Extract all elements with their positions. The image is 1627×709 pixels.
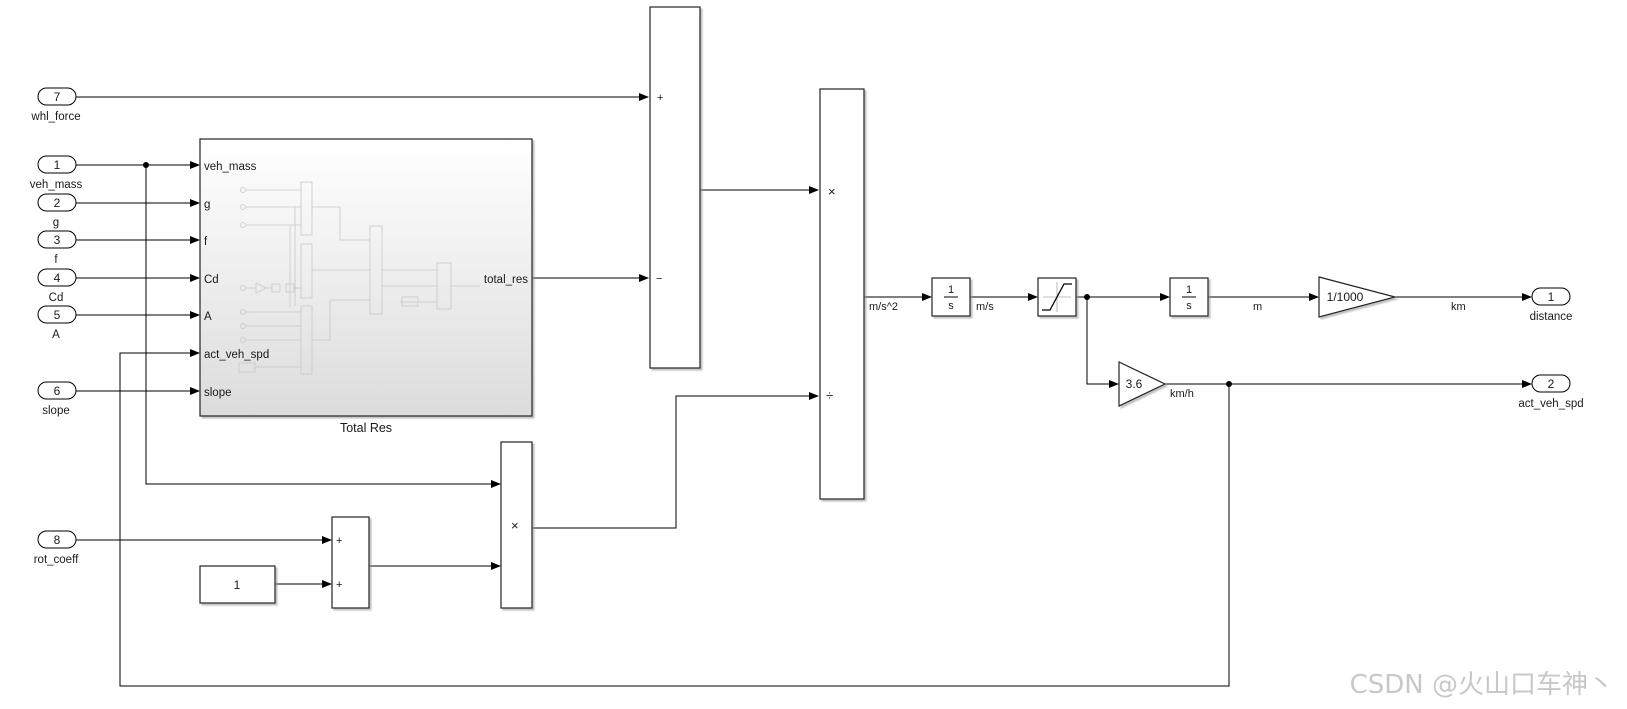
subsystem-name: Total Res bbox=[340, 421, 392, 435]
integrator-numerator: 1 bbox=[948, 284, 954, 296]
junction-dot bbox=[1084, 294, 1090, 300]
gain-value: 1/1000 bbox=[1327, 290, 1364, 304]
subsystem-preview bbox=[238, 181, 480, 375]
integrator-denominator: s bbox=[948, 300, 954, 312]
inport-number: 5 bbox=[54, 308, 61, 322]
inport-slope[interactable]: 6 slope bbox=[37, 381, 77, 417]
outport-label: act_veh_spd bbox=[1518, 398, 1583, 410]
wire-sat-branch[interactable] bbox=[1086, 297, 1119, 388]
inport-number: 3 bbox=[54, 233, 61, 247]
inport-label: A bbox=[52, 329, 60, 341]
signal-lines bbox=[76, 93, 1532, 687]
gain-kmh-block[interactable]: 3.6 bbox=[1118, 361, 1167, 407]
sum-net-force-block[interactable]: + − bbox=[649, 6, 701, 369]
watermark: CSDN @火山口车神丶 bbox=[1350, 670, 1614, 700]
divide-block[interactable]: × ÷ bbox=[819, 88, 865, 500]
constant-value: 1 bbox=[234, 578, 241, 592]
sum-plus-sign: + bbox=[336, 535, 342, 547]
inport-number: 2 bbox=[54, 196, 61, 210]
junction-dot bbox=[1226, 381, 1232, 387]
inport-a[interactable]: 5 A bbox=[37, 305, 77, 341]
inport-g[interactable]: 2 g bbox=[37, 193, 77, 229]
subsystem-total-res[interactable]: veh_mass g f Cd A act_veh_spd slope tota… bbox=[199, 138, 533, 435]
gain-value: 3.6 bbox=[1126, 377, 1143, 391]
outport-act-veh-spd[interactable]: 2 act_veh_spd bbox=[1518, 374, 1584, 410]
inport-f[interactable]: 3 f bbox=[37, 230, 77, 266]
subsystem-port-label: act_veh_spd bbox=[204, 349, 269, 361]
wire-act-veh-spd-feedback[interactable] bbox=[119, 349, 1230, 687]
sum-rot-coeff-block[interactable]: + + bbox=[331, 516, 370, 609]
multiply-sign: × bbox=[828, 184, 836, 199]
inport-rot-coeff[interactable]: 8 rot_coeff bbox=[34, 530, 79, 566]
subsystem-port-label: f bbox=[204, 236, 208, 248]
inport-cd[interactable]: 4 Cd bbox=[37, 268, 77, 304]
inport-label: whl_force bbox=[30, 111, 80, 123]
constant-one-block[interactable]: 1 bbox=[199, 565, 276, 604]
multiply-sign: × bbox=[511, 518, 519, 533]
subsystem-port-label: slope bbox=[204, 387, 232, 399]
inport-number: 1 bbox=[54, 158, 61, 172]
product-equiv-mass-block[interactable]: × bbox=[500, 441, 533, 609]
outport-number: 1 bbox=[1548, 290, 1555, 304]
signal-label-dist: m bbox=[1253, 301, 1262, 313]
subsystem-port-label: veh_mass bbox=[204, 161, 257, 173]
integrator-numerator: 1 bbox=[1186, 284, 1192, 296]
sum-minus-sign: − bbox=[656, 273, 662, 285]
outport-distance[interactable]: 1 distance bbox=[1530, 287, 1573, 323]
inport-label: g bbox=[53, 217, 59, 229]
signal-label-accel: m/s^2 bbox=[869, 301, 898, 313]
subsystem-output-label: total_res bbox=[484, 274, 528, 286]
inport-label: slope bbox=[42, 405, 70, 417]
wire-veh-mass-branch[interactable] bbox=[145, 165, 501, 488]
inport-number: 4 bbox=[54, 271, 61, 285]
inport-veh-mass[interactable]: 1 veh_mass bbox=[30, 155, 83, 191]
inport-label: Cd bbox=[49, 292, 64, 304]
sum-plus-sign: + bbox=[657, 92, 663, 104]
subsystem-port-label: Cd bbox=[204, 274, 219, 286]
inport-label: rot_coeff bbox=[34, 554, 79, 566]
inport-number: 8 bbox=[54, 533, 61, 547]
integrator-denominator: s bbox=[1186, 300, 1192, 312]
wire-equiv-mass[interactable] bbox=[532, 392, 819, 529]
inport-number: 6 bbox=[54, 384, 61, 398]
inport-label: f bbox=[54, 254, 58, 266]
inport-number: 7 bbox=[54, 90, 61, 104]
outport-number: 2 bbox=[1548, 377, 1555, 391]
outport-label: distance bbox=[1530, 311, 1573, 323]
integrator-speed-block[interactable]: 1 s bbox=[931, 277, 971, 317]
signal-label-speed: m/s bbox=[976, 301, 994, 313]
junction-dot bbox=[143, 162, 149, 168]
signal-label-kmh: km/h bbox=[1170, 388, 1194, 400]
inport-label: veh_mass bbox=[30, 179, 83, 191]
sum-plus-sign: + bbox=[336, 579, 342, 591]
saturation-curve bbox=[1042, 283, 1072, 311]
subsystem-port-label: g bbox=[204, 199, 210, 211]
divide-sign: ÷ bbox=[826, 388, 833, 403]
inport-whl-force[interactable]: 7 whl_force bbox=[30, 87, 81, 123]
subsystem-port-label: A bbox=[204, 311, 212, 323]
saturation-block[interactable] bbox=[1037, 277, 1077, 317]
signal-label-km: km bbox=[1451, 301, 1466, 313]
integrator-distance-block[interactable]: 1 s bbox=[1169, 277, 1209, 317]
gain-km-block[interactable]: 1/1000 bbox=[1318, 276, 1398, 318]
